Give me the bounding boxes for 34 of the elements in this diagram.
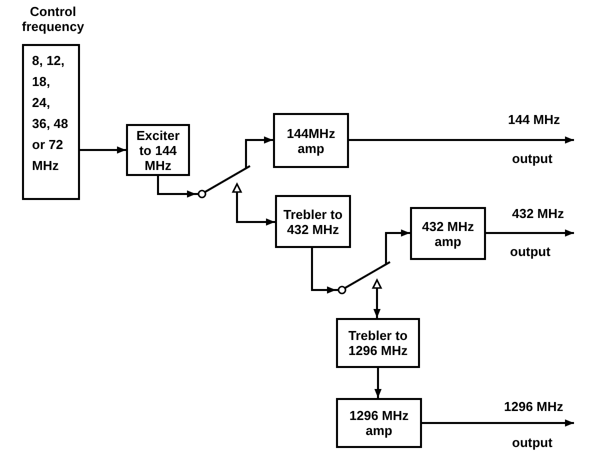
edge-label: 1296 MHz — [504, 399, 564, 414]
output-label: output — [512, 435, 552, 450]
arrow — [245, 136, 273, 162]
box-label: Trebler to 432 MHz — [282, 206, 344, 236]
box-label: Trebler to 1296 MHz — [347, 328, 409, 358]
frequency-list: 8, 12, 18, 24, 36, 48 or 72 MHz — [32, 50, 70, 176]
arrow — [486, 229, 574, 237]
switch-symbol — [336, 258, 392, 294]
arrow — [80, 146, 126, 154]
arrow — [373, 294, 381, 318]
box-label: Exciter to 144 MHz — [135, 128, 181, 172]
process-box — [273, 113, 349, 168]
box-label: 1296 MHz amp — [348, 408, 410, 438]
process-box — [336, 318, 420, 368]
process-box — [126, 124, 190, 176]
arrow — [157, 176, 196, 198]
output-label: output — [510, 244, 550, 259]
arrow — [236, 198, 275, 226]
arrow — [385, 229, 410, 258]
arrow — [422, 419, 574, 427]
process-box — [275, 195, 351, 248]
arrow — [349, 136, 574, 144]
switch-symbol — [196, 162, 252, 198]
process-box — [336, 398, 422, 448]
arrow — [311, 248, 336, 294]
box-label: 144MHz amp — [286, 126, 336, 156]
edge-label: 144 MHz — [508, 112, 560, 127]
edge-label: 432 MHz — [512, 206, 564, 221]
heading: Control frequency — [20, 4, 86, 34]
arrow — [374, 368, 382, 398]
box-label: 432 MHz amp — [420, 218, 476, 248]
process-box — [22, 44, 80, 200]
process-box — [410, 207, 486, 260]
output-label: output — [512, 151, 552, 166]
